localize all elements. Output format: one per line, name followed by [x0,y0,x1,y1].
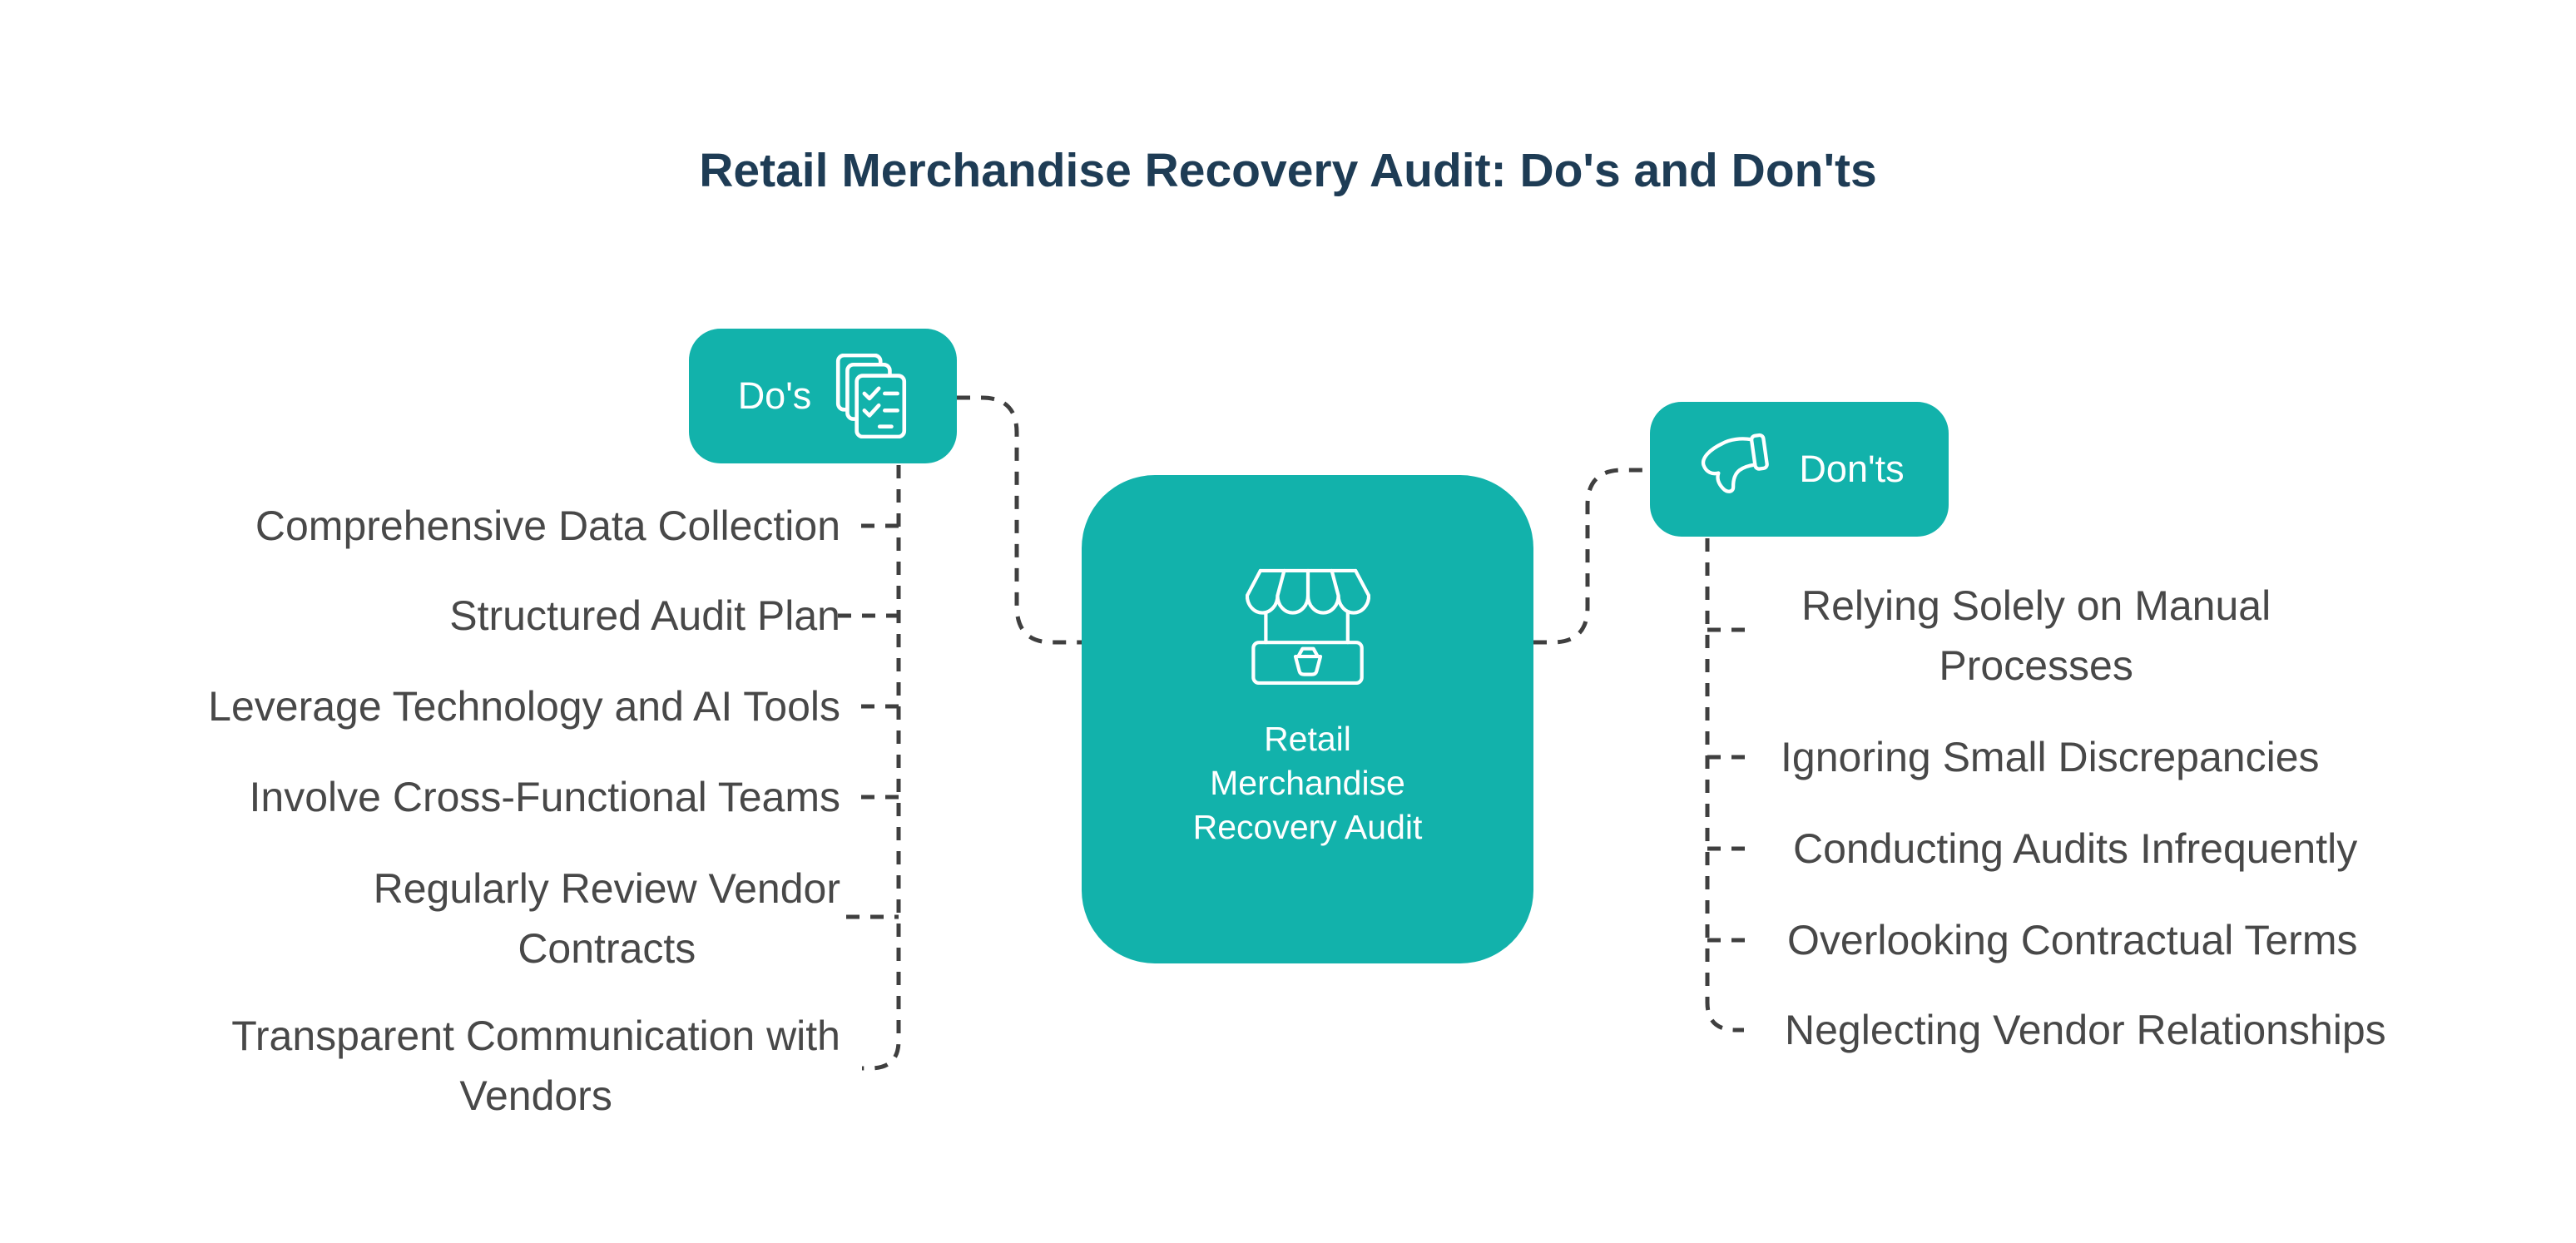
page-title: Retail Merchandise Recovery Audit: Do's … [699,144,1877,197]
list-item-dont: Neglecting Vendor Relationships [1785,1007,2386,1053]
list-item-do: Transparent Communication with Vendors [231,1013,840,1119]
dos-label: Do's [737,374,812,417]
dos-badge: Do's [689,329,957,463]
checklist-pages-icon [835,354,908,438]
list-item-dont: Ignoring Small Discrepancies [1781,734,2320,780]
storefront-icon [1245,567,1370,689]
list-item-dont: Relying Solely on Manual Processes [1801,582,2271,689]
list-item-do: Structured Audit Plan [449,592,840,639]
donts-badge: Don'ts [1650,402,1949,537]
list-item-do: Regularly Review Vendor Contracts [373,865,840,972]
connector-center-to-donts [1533,468,1650,645]
list-item-do: Comprehensive Data Collection [255,503,840,549]
list-item-do: Leverage Technology and AI Tools [208,683,840,730]
donts-label: Don'ts [1799,448,1905,490]
thumbs-down-icon [1690,428,1779,512]
list-item-dont: Overlooking Contractual Terms [1787,917,2358,963]
connector-dos-to-center [957,395,1082,645]
donts-spine-line [1705,538,1744,1033]
list-item-dont: Conducting Audits Infrequently [1793,825,2358,872]
list-item-do: Involve Cross-Functional Teams [249,774,840,820]
dos-spine-line [862,465,901,1071]
center-node: Retail Merchandise Recovery Audit [1082,475,1533,963]
center-node-label: Retail Merchandise Recovery Audit [1192,720,1423,846]
